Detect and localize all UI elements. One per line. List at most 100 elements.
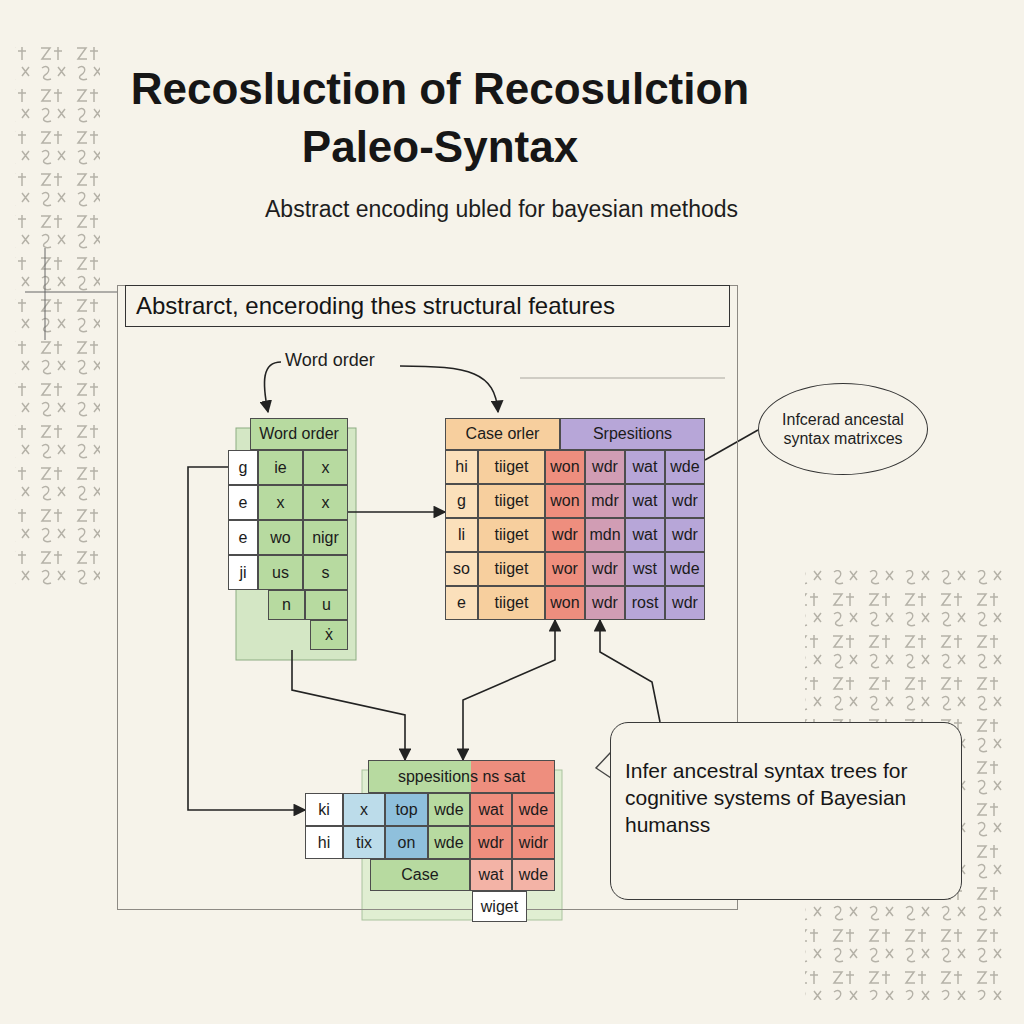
matrix-cell: x <box>303 485 348 520</box>
matrix-cell: wo <box>258 520 303 555</box>
matrix-cell: wde <box>428 793 470 826</box>
matrix-cell: ie <box>258 450 303 485</box>
syntax-matrix: Case orlerSrpesitionshitiigetwonwdrwatwd… <box>445 418 705 620</box>
node-text: x <box>322 494 330 512</box>
glyph-column <box>15 45 100 585</box>
matrix-cell: ki <box>305 793 343 826</box>
matrix-cell: tiiget <box>478 450 545 484</box>
node-text: wdr <box>552 526 578 544</box>
matrix-header: Word order <box>250 418 348 450</box>
node-text: g <box>457 492 466 510</box>
subtitle: Abstract encoding ubled for bayesian met… <box>265 196 738 223</box>
node-text: s <box>322 564 330 582</box>
node-text: rost <box>632 594 659 612</box>
matrix-cell: tiiget <box>478 484 545 518</box>
node-text: wde <box>434 801 463 819</box>
matrix-cell: u <box>305 590 348 620</box>
matrix-cell: so <box>445 552 478 586</box>
node-text: Infer ancestral syntax trees for cogniti… <box>625 757 945 838</box>
matrix-cell: e <box>228 485 258 520</box>
matrix-cell: x <box>303 450 348 485</box>
matrix-cell: wiget <box>472 891 527 922</box>
stacked-sheet <box>362 770 562 920</box>
matrix-cell: hi <box>305 826 343 859</box>
matrix-cell: tiiget <box>478 518 545 552</box>
node-text: so <box>453 560 470 578</box>
node-text: nigr <box>312 529 339 547</box>
matrix-cell: wdr <box>585 450 625 484</box>
matrix-cell: n <box>268 590 305 620</box>
node-text: ki <box>318 801 330 819</box>
connector-arrow <box>348 511 445 513</box>
node-text: u <box>322 596 331 614</box>
node-text: wat <box>633 492 658 510</box>
node-text: wdr <box>672 594 698 612</box>
matrix-cell: wde <box>665 450 705 484</box>
arrow-label: Word order <box>283 350 377 371</box>
node-text: on <box>398 834 416 852</box>
matrix-cell: tix <box>343 826 385 859</box>
node-text: won <box>550 492 579 510</box>
matrix-cell: wde <box>428 826 470 859</box>
node-text: ẋ <box>325 626 333 644</box>
label-arrow <box>400 366 498 412</box>
diagram-title: Recosluction of Recosulction Paleo-Synta… <box>90 60 790 176</box>
matrix-cell: wde <box>665 552 705 586</box>
matrix-cell: hi <box>445 450 478 484</box>
matrix-cell: Srpesitions <box>560 418 705 450</box>
node-text: sppesitions ns sat <box>398 768 525 786</box>
connector-arrow <box>600 620 660 722</box>
matrix-cell: wdr <box>585 552 625 586</box>
node-text: Srpesitions <box>593 425 672 443</box>
matrix-cell: wat <box>625 450 665 484</box>
node-text: x <box>277 494 285 512</box>
matrix-cell: won <box>545 450 585 484</box>
node-text: n <box>282 596 291 614</box>
matrix-cell: x <box>258 485 303 520</box>
matrix-cell: wor <box>545 552 585 586</box>
node-text: hi <box>318 834 330 852</box>
node-text: Word order <box>259 425 339 443</box>
matrix-cell: wde <box>512 793 555 826</box>
matrix-cell: on <box>385 826 428 859</box>
node-text: wo <box>270 529 290 547</box>
matrix-cell: us <box>258 555 303 590</box>
node-text: wde <box>519 866 548 884</box>
node-text: li <box>458 526 465 544</box>
node-text: tiiget <box>495 458 529 476</box>
node-text: wdr <box>592 560 618 578</box>
node-text: mdn <box>589 526 620 544</box>
node-text: x <box>322 459 330 477</box>
connector-arrow <box>463 620 555 760</box>
node-text: wst <box>633 560 657 578</box>
matrix-cell: tiiget <box>478 586 545 620</box>
node-text: Case orler <box>466 425 540 443</box>
connector-line <box>705 430 758 460</box>
matrix-cell: x <box>343 793 385 826</box>
node-text: wdr <box>478 834 504 852</box>
node-text: g <box>239 459 248 477</box>
node-text: hi <box>455 458 467 476</box>
node-text: wiget <box>481 898 518 916</box>
matrix-cell: wdr <box>665 484 705 518</box>
node-text: tiiget <box>495 492 529 510</box>
node-text: mdr <box>591 492 619 510</box>
node-text: wat <box>479 801 504 819</box>
matrix-cell: widr <box>512 826 555 859</box>
node-text: e <box>239 529 248 547</box>
callout-tail <box>596 752 611 778</box>
node-text: wde <box>670 458 699 476</box>
node-text: Infcerad ancestal syntax matrixces <box>782 410 904 448</box>
matrix-cell: wde <box>512 859 555 891</box>
matrix-cell: wdr <box>470 826 512 859</box>
node-text: tix <box>356 834 372 852</box>
connector-arrow <box>292 650 405 760</box>
node-text: ji <box>239 564 246 582</box>
matrix-cell: wat <box>470 859 512 891</box>
matrix-cell: ẋ <box>310 620 348 650</box>
node-text: wdr <box>672 492 698 510</box>
matrix-cell: wdr <box>545 518 585 552</box>
matrix-cell: g <box>228 450 258 485</box>
matrix-cell: ji <box>228 555 258 590</box>
